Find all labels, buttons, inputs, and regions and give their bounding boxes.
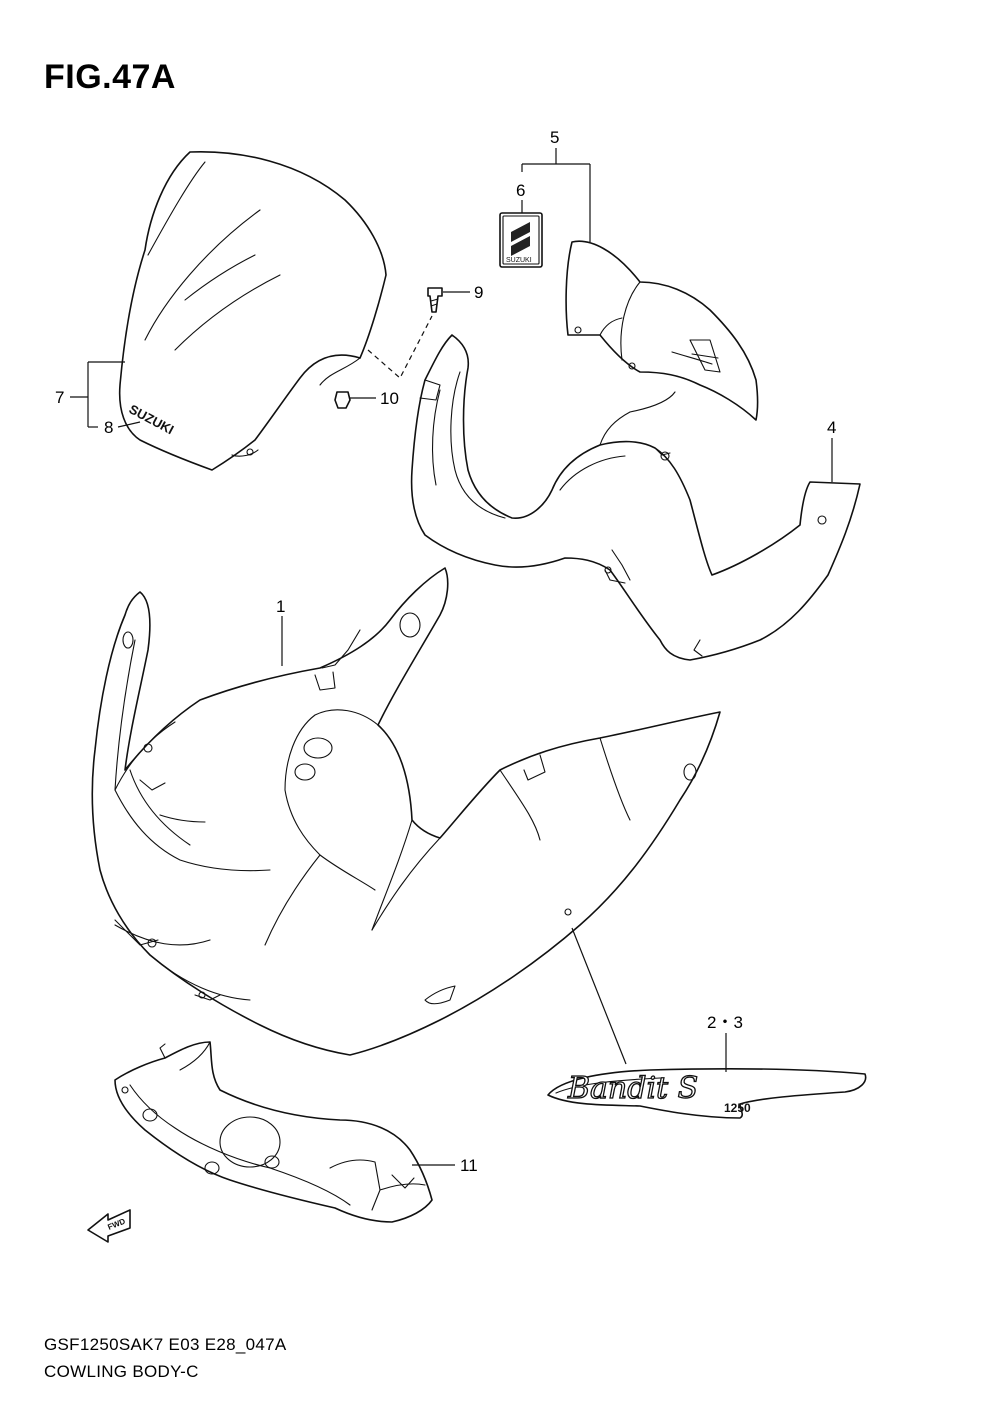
well-nut-part xyxy=(334,391,351,409)
callout-labels: 5 6 9 7 10 8 4 1 2・3 11 xyxy=(55,128,836,1175)
screw-part xyxy=(427,287,443,313)
callout-10: 10 xyxy=(380,389,399,408)
emblem-suzuki-logo: SUZUKI xyxy=(506,257,532,264)
meter-cover-part xyxy=(565,240,759,421)
callout-8: 8 xyxy=(104,418,113,437)
callout-5: 5 xyxy=(550,128,559,147)
forward-arrow-icon: FWD xyxy=(87,1209,131,1243)
badge-1250-logo: 1250 xyxy=(724,1101,751,1115)
diagram-code: GSF1250SAK7 E03 E28_047A xyxy=(44,1335,287,1354)
windscreen-part: SUZUKI xyxy=(118,150,387,471)
callout-4: 4 xyxy=(827,418,836,437)
cowling-body-part xyxy=(91,567,721,1056)
callout-1: 1 xyxy=(276,597,285,616)
callout-11: 11 xyxy=(460,1156,478,1175)
suzuki-emblem-part: SUZUKI xyxy=(499,212,543,268)
figure-title: FIG.47A xyxy=(44,58,176,96)
callout-6: 6 xyxy=(516,181,525,200)
bandit-badge-part: Bandit S 1250 xyxy=(547,1068,867,1119)
callout-2-3: 2・3 xyxy=(707,1013,743,1032)
callout-7: 7 xyxy=(55,388,64,407)
leader-lines xyxy=(70,148,833,1166)
inner-cowling-part xyxy=(410,334,861,661)
badge-script-logo: Bandit S xyxy=(567,1071,698,1106)
callout-9: 9 xyxy=(474,283,483,302)
diagram-name: COWLING BODY-C xyxy=(44,1362,199,1381)
lower-bracket-part xyxy=(114,1041,433,1223)
